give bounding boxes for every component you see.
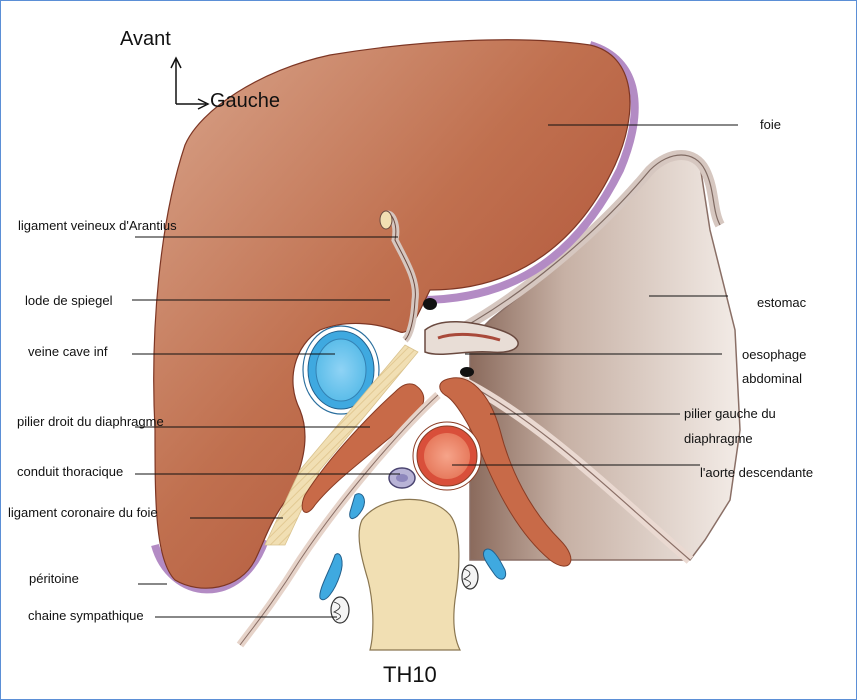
left-label: Gauche [210,90,280,113]
label-spiegel: lode de spiegel [25,293,112,308]
label-conduit: conduit thoracique [17,464,123,479]
label-oesophage-1: oesophage [742,347,806,362]
label-foie: foie [760,117,781,132]
vessel-left [320,554,342,600]
label-aorte: l'aorte descendante [700,465,813,480]
sympathetic-ganglion-right [462,565,478,589]
azygos-left [350,494,365,519]
label-pilier-droit: pilier droit du diaphragme [17,414,164,429]
label-pilier-gauche-1: pilier gauche du [684,406,776,421]
label-peritoine: péritoine [29,571,79,586]
label-estomac: estomac [757,295,806,310]
node-1 [423,298,437,310]
label-pilier-gauche-2: diaphragme [684,431,753,446]
sympathetic-ganglion-left [331,597,349,623]
label-coronaire: ligament coronaire du foie [8,505,158,520]
label-arantius: ligament veineux d'Arantius [18,218,177,233]
vertebra-label: TH10 [383,662,437,688]
label-sympathique: chaine sympathique [28,608,144,623]
node-2 [460,367,474,377]
label-veine-cave: veine cave inf [28,344,108,359]
label-oesophage-2: abdominal [742,371,802,386]
orientation-arrows [171,58,208,109]
front-label: Avant [120,28,171,51]
vertebra-body [359,499,460,650]
